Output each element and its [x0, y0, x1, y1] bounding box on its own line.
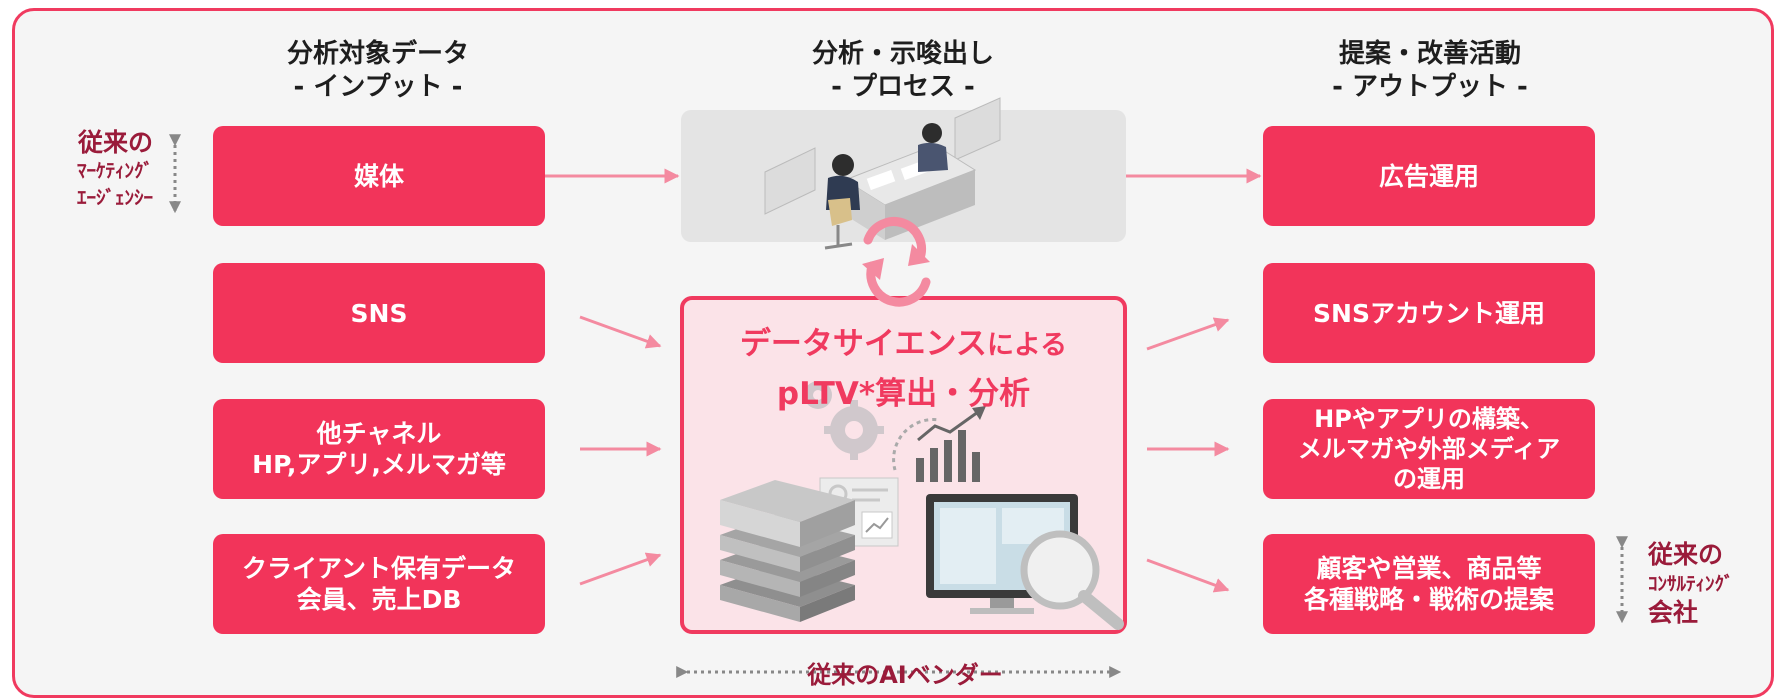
input-box-label: 他チャネル [316, 419, 442, 448]
arrow-to-strategy [1146, 558, 1230, 593]
process-title-line1: データサイエンスによる [700, 318, 1107, 363]
marketing-label-line3: ｴｰｼﾞｪﾝｼｰ [76, 187, 153, 209]
arrow-sns-to-process [579, 315, 662, 349]
process-header-title: 分析・示唆出し [811, 39, 994, 69]
marketing-label-line1: 従来の [77, 128, 153, 157]
input-header-subtitle: - インプット - [293, 72, 463, 102]
process-title-main: データサイエンス [739, 326, 987, 362]
input-box-sublabel: HP,アプリ,メルマガ等 [252, 450, 506, 479]
output-header-title: 提案・改善活動 [1338, 39, 1521, 69]
process-column-header: 分析・示唆出し - プロセス - [733, 38, 1073, 104]
growth-chart-icon [892, 406, 986, 482]
input-box-client-data: クライアント保有データ 会員、売上DB [213, 534, 545, 634]
output-box-ad-operation: 広告運用 [1263, 126, 1595, 226]
output-column-header: 提案・改善活動 - アウトプット - [1260, 38, 1600, 104]
refresh-cycle-icon [862, 216, 931, 307]
process-header-subtitle: - プロセス - [831, 72, 975, 102]
input-box-label: SNS [350, 298, 408, 328]
input-header-title: 分析対象データ [286, 39, 469, 69]
output-header-subtitle: - アウトプット - [1332, 72, 1528, 102]
process-title-suffix: による [986, 330, 1068, 361]
consulting-label-line2: ｺﾝｻﾙﾃｨﾝｸﾞ [1648, 573, 1734, 595]
input-box-sns: SNS [213, 263, 545, 363]
server-stack-icon [720, 480, 855, 622]
input-box-label: 媒体 [353, 161, 404, 191]
ai-vendor-label: 従来のAIベンダー [807, 661, 1003, 689]
consulting-label-line3: 会社 [1648, 598, 1699, 627]
input-box-media: 媒体 [213, 126, 545, 226]
consulting-company-label: 従来の ｺﾝｻﾙﾃｨﾝｸﾞ 会社 [1648, 540, 1773, 628]
arrow-client-to-process [579, 552, 662, 586]
output-box-label: の運用 [1393, 465, 1465, 493]
output-box-label: HPやアプリの構築、 [1314, 405, 1544, 433]
output-box-label: 広告運用 [1378, 161, 1479, 191]
meeting-illustration-icon [764, 97, 1001, 250]
flow-arrows [545, 168, 1262, 593]
output-box-label: SNSアカウント運用 [1313, 298, 1545, 328]
input-box-sublabel: 会員、売上DB [296, 585, 462, 614]
output-box-sns-account: SNSアカウント運用 [1263, 263, 1595, 363]
process-title-line2: pLTV*算出・分析 [776, 376, 1031, 412]
output-box-hp-app: HPやアプリの構築、 メルマガや外部メディア の運用 [1263, 399, 1595, 499]
input-box-label: クライアント保有データ [241, 554, 516, 583]
marketing-label-line2: ﾏｰｹﾃｨﾝｸﾞ [76, 160, 153, 182]
monitor-magnifier-icon [926, 494, 1124, 630]
arrow-to-sns-account [1146, 317, 1230, 351]
consulting-label-line1: 従来の [1648, 540, 1724, 569]
output-box-strategy: 顧客や営業、商品等 各種戦略・戦術の提案 [1263, 534, 1595, 634]
gears-icon [804, 381, 884, 460]
marketing-agency-label: 従来の ﾏｰｹﾃｨﾝｸﾞ ｴｰｼﾞｪﾝｼｰ [38, 128, 153, 212]
input-box-other-channels: 他チャネル HP,アプリ,メルマガ等 [213, 399, 545, 499]
output-box-label: 各種戦略・戦術の提案 [1303, 585, 1554, 614]
input-column-header: 分析対象データ - インプット - [208, 38, 548, 104]
output-box-label: 顧客や営業、商品等 [1316, 554, 1542, 583]
output-box-label: メルマガや外部メディア [1297, 435, 1561, 463]
